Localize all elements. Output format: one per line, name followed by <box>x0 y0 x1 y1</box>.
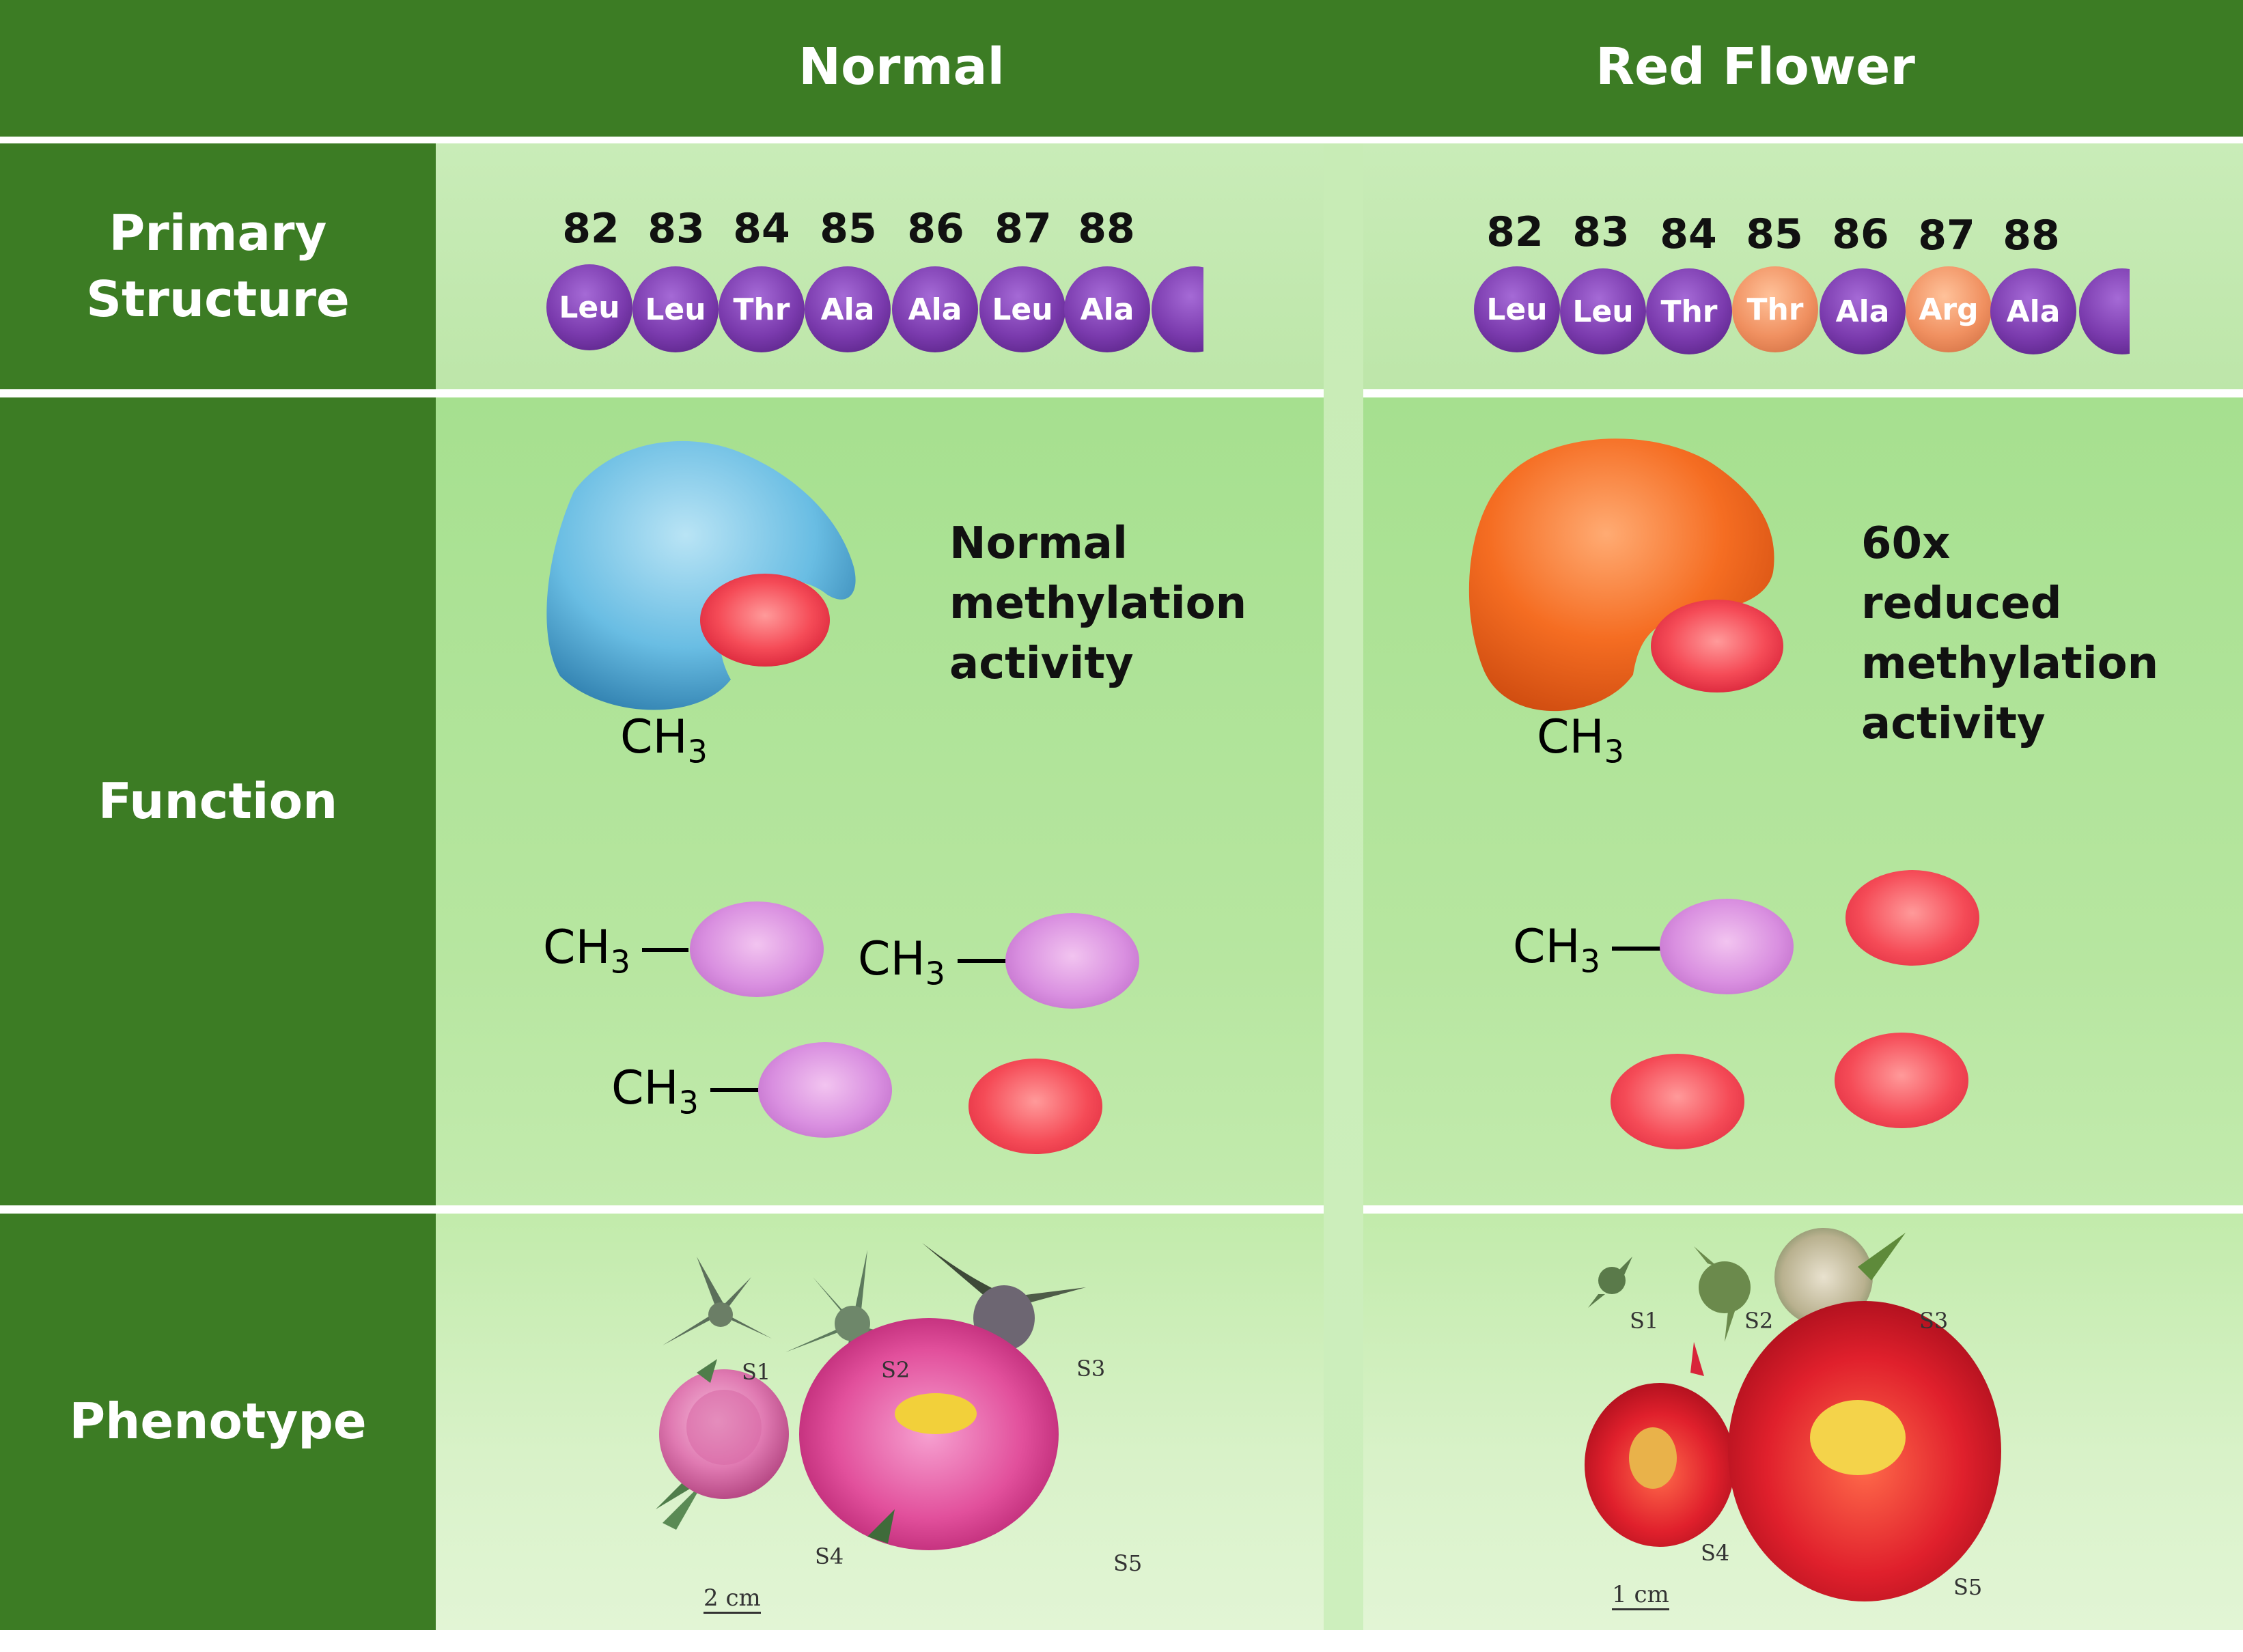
row-label-function: Function <box>0 397 436 1205</box>
residue-84: Thr <box>1646 268 1732 354</box>
ch3-label: CH3 <box>543 921 630 981</box>
stage-label-s1: S1 <box>742 1359 771 1385</box>
position-85: 85 <box>820 205 877 253</box>
position-84: 84 <box>733 205 790 253</box>
stage-label-s3: S3 <box>1919 1308 1949 1334</box>
stage-label-s2: S2 <box>881 1357 910 1383</box>
flower-s5-icon <box>799 1318 1059 1550</box>
column-divider <box>1324 143 1363 1630</box>
enzyme-normal <box>546 440 856 710</box>
stage-label-s5: S5 <box>1953 1574 1983 1600</box>
flower-s4-icon <box>1585 1342 1735 1547</box>
stage-label-s2: S2 <box>1744 1308 1774 1334</box>
flower-s5-icon <box>1728 1301 2001 1601</box>
enzyme-red <box>1468 438 1783 712</box>
residue-chain-continuation <box>1152 266 1203 352</box>
column-header-red: Red Flower <box>1596 38 1915 96</box>
function-normal-text: Normal methylation activity <box>949 518 1247 689</box>
unmethylated-substrate <box>1611 1054 1744 1149</box>
methyl-bond <box>642 948 688 952</box>
flower-stages-red <box>1585 1228 2001 1601</box>
residue-88: Ala <box>1064 266 1150 352</box>
position-85: 85 <box>1746 210 1803 258</box>
residue-85-mutant: Thr <box>1732 266 1818 352</box>
residue-85: Ala <box>805 266 891 352</box>
position-86: 86 <box>1832 210 1889 258</box>
unmethylated-substrate <box>969 1059 1102 1154</box>
ch3-label: CH3 <box>1513 920 1600 980</box>
function-red-text: 60x reduced methylation activity <box>1861 518 2159 749</box>
residue-87: Leu <box>979 266 1065 352</box>
position-83: 83 <box>1572 208 1630 256</box>
position-82: 82 <box>1486 208 1544 256</box>
column-header-normal: Normal <box>798 38 1005 96</box>
bud-s3-icon <box>1774 1228 1906 1326</box>
residue-86: Ala <box>1820 268 1906 354</box>
residue-82: Leu <box>546 264 632 350</box>
position-87: 87 <box>994 205 1052 253</box>
ch3-label: CH3 <box>1537 710 1624 770</box>
ch3-label: CH3 <box>611 1061 699 1121</box>
flower-stages-normal <box>656 1243 1086 1550</box>
position-88: 88 <box>1078 205 1135 253</box>
unmethylated-substrate <box>1845 870 1979 966</box>
methyl-bond <box>958 959 1007 963</box>
bud-s1-icon <box>663 1257 772 1345</box>
position-84: 84 <box>1660 210 1717 258</box>
stage-label-s5: S5 <box>1113 1550 1143 1576</box>
stage-label-s4: S4 <box>1701 1540 1730 1566</box>
residue-82: Leu <box>1474 266 1560 352</box>
position-87: 87 <box>1918 212 1975 260</box>
methylated-substrate <box>1005 913 1139 1009</box>
position-86: 86 <box>907 205 964 253</box>
methylated-substrate <box>1660 899 1794 994</box>
ch3-label: CH3 <box>620 710 708 770</box>
residue-chain-continuation <box>2079 268 2130 354</box>
scale-bar-normal: 2 cm <box>703 1584 761 1614</box>
methyl-bond <box>1612 947 1661 951</box>
row-label-primary: Primary Structure <box>0 143 436 389</box>
residue-83: Leu <box>1560 268 1646 354</box>
residue-84: Thr <box>719 266 805 352</box>
residue-83: Leu <box>632 266 719 352</box>
ch3-label: CH3 <box>858 932 945 992</box>
position-82: 82 <box>562 205 619 253</box>
methylated-substrate <box>690 901 824 997</box>
flower-s4-icon <box>656 1359 789 1530</box>
row-label-phenotype: Phenotype <box>0 1214 436 1630</box>
header-bar <box>0 0 2243 137</box>
unmethylated-substrate <box>1835 1033 1968 1128</box>
residue-88: Ala <box>1990 268 2076 354</box>
position-88: 88 <box>2003 212 2060 260</box>
methyl-bond <box>710 1088 760 1092</box>
bud-s2-icon <box>1694 1246 1751 1342</box>
stage-label-s4: S4 <box>815 1543 844 1569</box>
residue-87-mutant: Arg <box>1906 266 1992 352</box>
stage-label-s1: S1 <box>1630 1308 1659 1334</box>
methylated-substrate <box>758 1042 892 1138</box>
residue-86: Ala <box>892 266 978 352</box>
position-83: 83 <box>647 205 705 253</box>
stage-label-s3: S3 <box>1076 1356 1106 1382</box>
scale-bar-red: 1 cm <box>1612 1581 1669 1610</box>
bud-s1-icon <box>1588 1257 1632 1308</box>
